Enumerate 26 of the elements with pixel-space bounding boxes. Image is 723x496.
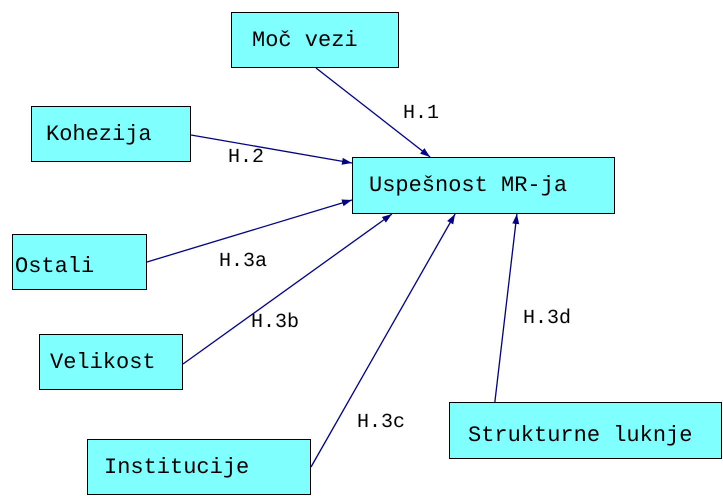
- arrow: [494, 214, 520, 402]
- box-label: Strukturne luknje: [468, 423, 692, 448]
- arrow: [182, 213, 392, 365]
- box-label: Moč vezi: [252, 28, 358, 52]
- process-box: [12, 234, 147, 290]
- edge-label: H.1: [403, 102, 440, 125]
- process-box: [352, 157, 615, 214]
- edge-label: H.3b: [251, 311, 300, 334]
- box-label: Ostali: [15, 254, 94, 279]
- edge-label: H.3c: [357, 411, 406, 434]
- process-box: [449, 402, 722, 459]
- edge-label: H.3a: [219, 250, 268, 273]
- process-box: [31, 106, 191, 162]
- edge-label: H.2: [228, 146, 264, 169]
- box-label: Uspešnost MR-ja: [369, 173, 568, 198]
- arrow: [146, 199, 352, 263]
- arrow: [310, 214, 456, 468]
- arrow: [190, 134, 352, 165]
- box-label: Velikost: [50, 350, 156, 374]
- box-label: Institucije: [104, 454, 250, 480]
- process-box: [87, 439, 311, 495]
- edge-label: H.3d: [523, 307, 572, 330]
- arrow: [316, 67, 430, 158]
- process-box: [231, 12, 399, 68]
- process-box: [39, 334, 183, 390]
- box-label: Kohezija: [46, 122, 152, 146]
